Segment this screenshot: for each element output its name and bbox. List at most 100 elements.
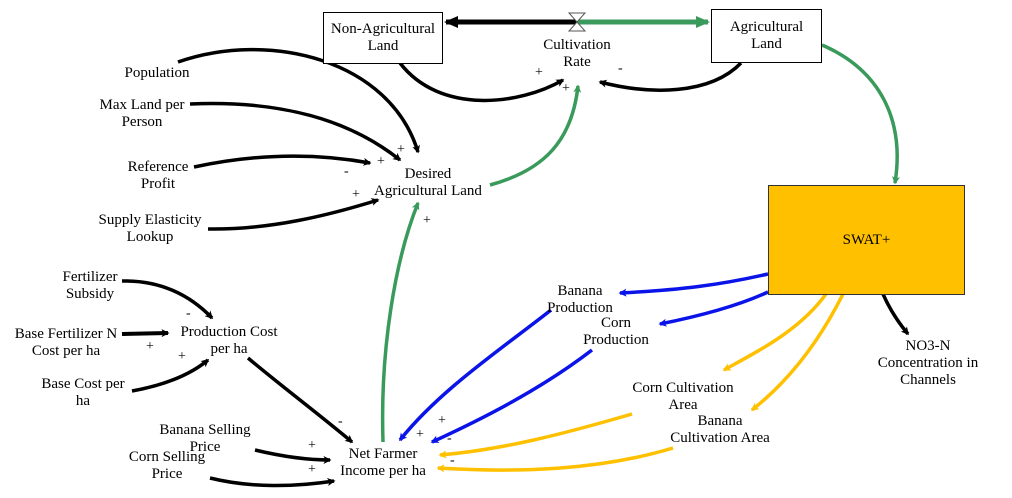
stock-non-ag-line1: Non-Agricultural <box>330 21 436 37</box>
link-prod-cost-to-net-income <box>246 356 354 444</box>
link-non-ag-to-cultivation-rate <box>398 61 565 103</box>
var-corn-area-line2: Area <box>668 397 698 413</box>
var-net-income-line1: Net Farmer <box>348 446 418 462</box>
link-population-to-desired-ag <box>177 47 420 154</box>
link-banana-prod-to-net-income <box>398 308 553 442</box>
stock-non-agricultural-land[interactable]: Non-Agricultural Land <box>323 12 443 64</box>
link-swat-to-no3 <box>881 293 910 336</box>
var-banana-area-line2: Cultivation Area <box>670 430 770 446</box>
polarity-prod-cost-to-net-income: - <box>338 414 343 429</box>
polarity-base-cost-to-prod-cost: + <box>178 349 186 364</box>
var-base-fertilizer-n-cost[interactable]: Base Fertilizer N Cost per ha <box>15 326 117 360</box>
polarity-banana-area-to-net-income: - <box>450 453 455 468</box>
link-desired-ag-to-cultivation-rate <box>489 84 582 187</box>
polarity-corn-prod-to-net-income: + <box>438 413 446 428</box>
var-max-land-per-person[interactable]: Max Land per Person <box>100 97 185 131</box>
link-supply-elasticity-to-desired-ag <box>207 198 380 231</box>
polarity-ref-profit-to-desired: - <box>344 164 349 179</box>
var-net-farmer-income-per-ha[interactable]: Net Farmer Income per ha <box>340 446 426 480</box>
var-fert-subsidy-line2: Subsidy <box>65 286 115 302</box>
polarity-max-land-to-desired: + <box>377 154 385 169</box>
var-base-fert-line1: Base Fertilizer N <box>14 326 118 342</box>
link-banana-area-to-net-income <box>436 446 674 473</box>
link-corn-prod-to-net-income <box>430 348 594 444</box>
var-corn-area-line1: Corn Cultivation <box>632 380 734 396</box>
polarity-banana-price-to-net-income: + <box>308 438 316 453</box>
var-base-cost-per-ha[interactable]: Base Cost per ha <box>41 376 124 410</box>
var-no3-line3: Channels <box>900 372 956 388</box>
link-swat-to-banana-area <box>750 293 845 412</box>
link-swat-to-corn-prod <box>658 290 769 327</box>
var-desired-ag-line1: Desired <box>404 166 452 182</box>
link-swat-to-corn-area <box>722 292 828 372</box>
var-base-cost-line1: Base Cost per <box>41 376 125 392</box>
polarity-base-fert-to-prod-cost: + <box>146 339 154 354</box>
polarity-banana-prod-to-net-income: + <box>416 427 424 442</box>
var-desired-agricultural-land[interactable]: Desired Agricultural Land <box>374 166 482 200</box>
polarity-fert-subsidy-to-prod-cost: - <box>186 306 191 321</box>
cultivation-rate-line2: Rate <box>563 54 591 70</box>
var-supply-elast-line1: Supply Elasticity <box>98 212 202 228</box>
stock-agricultural-land[interactable]: Agricultural Land <box>711 9 822 63</box>
var-no3-line2: Concentration in <box>877 355 979 371</box>
var-corn-prod-line1: Corn <box>601 315 631 331</box>
var-net-income-line2: Income per ha <box>340 463 426 479</box>
link-net-income-to-desired-ag <box>380 201 420 443</box>
hourglass-valve-icon <box>567 12 587 32</box>
link-base-cost-to-prod-cost <box>131 358 210 393</box>
var-prod-cost-line2: per ha <box>210 341 248 357</box>
var-reference-profit[interactable]: Reference Profit <box>128 159 189 193</box>
swat-label: SWAT+ <box>842 231 891 248</box>
var-base-cost-line2: ha <box>75 393 91 409</box>
var-supply-elast-line2: Lookup <box>126 229 174 245</box>
var-no3-n-concentration[interactable]: NO3-N Concentration in Channels <box>878 338 978 389</box>
link-corn-price-to-net-income <box>209 476 336 488</box>
var-banana-production[interactable]: Banana Production <box>547 283 613 317</box>
link-max-land-to-desired-ag <box>189 101 402 162</box>
var-banana-prod-line2: Production <box>547 300 613 316</box>
var-supply-elasticity-lookup[interactable]: Supply Elasticity Lookup <box>99 212 202 246</box>
var-banana-cultivation-area[interactable]: Banana Cultivation Area <box>670 413 770 447</box>
var-fertilizer-subsidy[interactable]: Fertilizer Subsidy <box>63 269 118 303</box>
link-ref-profit-to-desired-ag <box>193 154 372 169</box>
stock-ag-line2: Land <box>751 36 782 52</box>
polarity-corn-price-to-net-income: + <box>308 462 316 477</box>
var-population[interactable]: Population <box>124 65 189 82</box>
polarity-non-ag-to-rate: + <box>535 65 543 80</box>
var-corn-selling-price[interactable]: Corn Selling Price <box>129 449 205 483</box>
link-ag-to-swat <box>821 43 900 185</box>
polarity-ag-to-rate: - <box>618 61 623 76</box>
polarity-net-income-to-desired: + <box>423 213 431 228</box>
var-corn-production[interactable]: Corn Production <box>583 315 649 349</box>
link-base-fert-to-prod-cost <box>121 329 170 338</box>
var-desired-ag-line2: Agricultural Land <box>374 183 482 199</box>
cultivation-rate-line1: Cultivation <box>543 37 611 53</box>
var-base-fert-line2: Cost per ha <box>31 343 101 359</box>
var-production-cost-per-ha[interactable]: Production Cost per ha <box>180 324 277 358</box>
var-corn-cultivation-area[interactable]: Corn Cultivation Area <box>632 380 733 414</box>
link-corn-area-to-net-income <box>438 412 633 459</box>
polarity-desired-to-rate: + <box>562 81 570 96</box>
var-banana-prod-line1: Banana <box>557 283 603 299</box>
cultivation-rate-label[interactable]: Cultivation Rate <box>543 37 611 71</box>
var-corn-price-line1: Corn Selling <box>128 449 206 465</box>
var-fert-subsidy-line1: Fertilizer <box>62 269 118 285</box>
var-no3-line1: NO3-N <box>905 338 951 354</box>
swat-model-box[interactable]: SWAT+ <box>768 185 965 295</box>
var-ref-profit-line2: Profit <box>140 176 176 192</box>
stock-ag-line1: Agricultural <box>729 19 804 35</box>
var-banana-selling-price[interactable]: Banana Selling Price <box>159 422 250 456</box>
var-ref-profit-line1: Reference <box>127 159 189 175</box>
var-corn-prod-line2: Production <box>583 332 649 348</box>
var-population-line1: Population <box>124 65 190 81</box>
polarity-supply-elast-to-desired: + <box>352 187 360 202</box>
var-max-land-line2: Person <box>121 114 163 130</box>
var-banana-price-line2: Price <box>189 439 221 455</box>
var-prod-cost-line1: Production Cost <box>180 324 278 340</box>
link-banana-price-to-net-income <box>254 448 332 464</box>
var-banana-price-line1: Banana Selling <box>159 422 251 438</box>
polarity-corn-area-to-net-income: - <box>447 431 452 446</box>
polarity-population-to-desired: + <box>397 142 405 157</box>
link-ag-to-cultivation-rate <box>598 61 743 92</box>
